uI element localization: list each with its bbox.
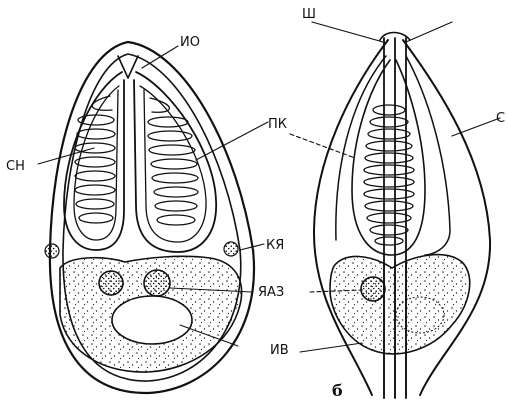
label-sh: Ш [302, 7, 316, 22]
right-spore [314, 33, 490, 399]
left-iodinophilous-vacuole [112, 296, 192, 344]
leader-sh-2 [406, 22, 452, 42]
leader-iv-2 [300, 343, 362, 352]
leader-pk-1 [196, 122, 268, 160]
left-sporoplasm-nucleus-2 [144, 270, 170, 296]
label-kya: КЯ [266, 238, 284, 253]
left-capsulogenic-nucleus-2 [224, 242, 238, 256]
panel-b-letter: б [332, 381, 343, 400]
leader-sh-1 [312, 22, 383, 42]
label-iv: ИВ [270, 343, 289, 358]
polar-filament-coils-1 [75, 96, 115, 223]
label-sn: СН [6, 159, 25, 174]
label-s: С [496, 111, 505, 126]
polar-filament-coils-2 [148, 98, 198, 225]
leader-sn [38, 148, 94, 164]
leader-s [452, 118, 500, 136]
left-capsulogenic-nucleus-1 [45, 244, 59, 258]
left-capsule-apical-opening [118, 56, 138, 78]
right-sporoplasm [330, 255, 470, 354]
right-sporoplasm-nucleus [361, 277, 385, 301]
right-polar-capsule [352, 60, 425, 255]
label-yaz: ЯАЗ [258, 285, 284, 300]
label-pk: ПК [268, 117, 287, 132]
left-polar-capsule-2 [134, 72, 216, 252]
left-sporoplasm-nucleus-1 [99, 271, 123, 295]
label-io: ИО [180, 35, 200, 50]
